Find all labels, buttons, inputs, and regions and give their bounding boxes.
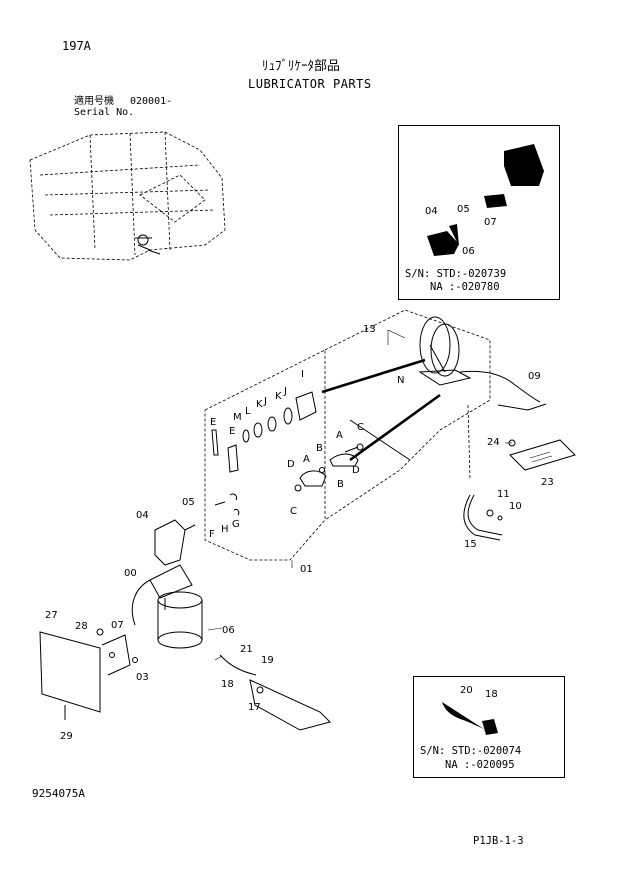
callout-letter-D2: D [287, 459, 295, 470]
callout-29: 29 [60, 731, 73, 742]
applicable-label: 適用号機 [74, 96, 114, 107]
assembly-outline-01 [204, 349, 326, 561]
callout-07: 07 [111, 620, 124, 631]
callout-letter-D1: D [352, 465, 360, 476]
callout-letter-F: F [209, 529, 215, 540]
callout-04: 04 [136, 510, 149, 521]
callout-06: 06 [222, 625, 235, 636]
callout-N: N [397, 375, 405, 386]
callout-00: 00 [124, 568, 137, 579]
serial-label: Serial No. [74, 107, 135, 118]
callout-23: 23 [541, 477, 554, 488]
callout-01: 01 [300, 564, 313, 575]
callout-13: 13 [363, 324, 376, 335]
inset-bottom-label-18: 18 [485, 689, 498, 700]
page-reference: P1JB-1-3 [473, 835, 524, 847]
inset-bottom-drawing [440, 695, 498, 741]
callout-18: 18 [221, 679, 234, 690]
callout-letter-H: H [221, 524, 229, 535]
inset-bottom-serial-na: NA :-020095 [445, 759, 515, 771]
machine-overview-drawing [29, 131, 226, 261]
callout-letter-B2: B [337, 479, 344, 490]
inset-top-label-04: 04 [425, 206, 438, 217]
callout-05: 05 [182, 497, 195, 508]
callout-letter-J2: J [264, 396, 267, 407]
callout-letter-B1: B [316, 443, 323, 454]
grease-reel [387, 316, 547, 411]
callout-letter-C1: C [357, 422, 364, 433]
inset-top-serial-std: S/N: STD:-020739 [405, 268, 507, 280]
callout-03: 03 [136, 672, 149, 683]
inset-top-label-06: 06 [462, 246, 475, 257]
callout-19: 19 [261, 655, 274, 666]
callout-letter-E1: E [210, 417, 217, 428]
grease-pump [131, 564, 223, 649]
callout-letter-J1: J [284, 386, 287, 397]
inset-bottom-label-20: 20 [460, 685, 473, 696]
inset-bottom-variant [413, 676, 565, 778]
plate-27 [39, 631, 101, 713]
clamp-group [214, 443, 364, 516]
callout-27: 27 [45, 610, 58, 621]
fitting-group [211, 391, 317, 473]
callout-letter-I: I [301, 369, 304, 380]
callout-10: 10 [509, 501, 522, 512]
callout-letter-G: G [232, 519, 240, 530]
inset-top-label-05: 05 [457, 204, 470, 215]
inset-top-drawing [427, 144, 544, 256]
inset-bottom-serial-std: S/N: STD:-020074 [420, 745, 522, 757]
page-code: 197A [62, 39, 91, 53]
callout-28: 28 [75, 621, 88, 632]
callout-24: 24 [487, 437, 500, 448]
callout-letter-E2: E [229, 426, 236, 437]
inset-top-variant [398, 125, 560, 300]
callout-letter-C2: C [290, 506, 297, 517]
callout-15: 15 [464, 539, 477, 550]
callout-letter-L: L [245, 406, 251, 417]
callout-09: 09 [528, 371, 541, 382]
callout-21: 21 [240, 644, 253, 655]
inset-top-label-07: 07 [484, 217, 497, 228]
callout-letter-M: M [233, 412, 242, 423]
applicable-serial: 020001- [130, 96, 173, 107]
callout-letter-K1: K [275, 391, 282, 402]
callout-letter-A2: A [303, 454, 310, 465]
drawing-number: 9254075A [32, 787, 85, 800]
title-japanese: ﾘｭﾌﾞﾘｹｰﾀ部品 [262, 59, 341, 74]
callout-11: 11 [497, 489, 510, 500]
callout-letter-A1: A [336, 430, 343, 441]
inset-top-serial-na: NA :-020780 [430, 281, 500, 293]
title-english: LUBRICATOR PARTS [248, 77, 372, 91]
callout-17: 17 [248, 702, 261, 713]
callout-letter-K2: K [256, 399, 263, 410]
